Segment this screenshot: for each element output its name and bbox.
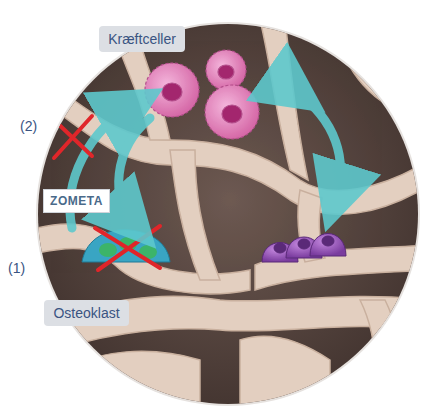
label-box: Kræftceller: [99, 26, 185, 52]
label-box: ZOMETA: [43, 189, 110, 213]
callout-number: (2): [20, 118, 37, 134]
label-box: Osteoklast: [44, 300, 129, 326]
label-text: Osteoklast: [53, 305, 119, 321]
label-text: Kræftceller: [108, 31, 176, 47]
callout-number: (1): [8, 260, 25, 276]
label-text: ZOMETA: [50, 194, 103, 208]
